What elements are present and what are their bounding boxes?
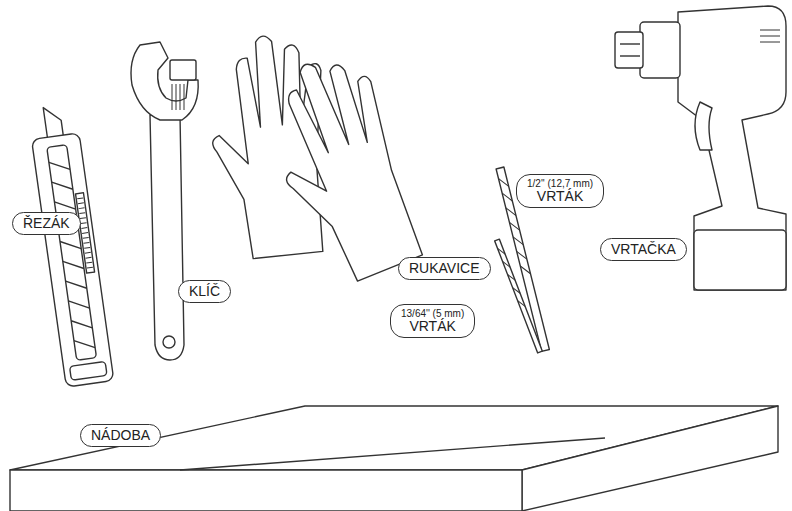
label-text: ŘEZÁK	[23, 216, 70, 231]
label-text: VRTÁK	[401, 319, 464, 334]
label-text: 13/64'' (5 mm)	[401, 308, 464, 319]
label-text: VRTAČKA	[611, 242, 676, 257]
label-pill: RUKAVICE	[398, 257, 491, 280]
gloves-drawing	[202, 31, 438, 292]
cutter-drawing	[27, 103, 114, 387]
wrench-drawing	[131, 42, 198, 360]
label-text: RUKAVICE	[409, 261, 480, 276]
label-pill: VRTAČKA	[600, 238, 687, 261]
label-text: KLÍČ	[189, 284, 220, 299]
tray-drawing	[10, 406, 778, 511]
label-pill: 1/2'' (12,7 mm)VRTÁK	[516, 174, 604, 208]
label-text: NÁDOBA	[91, 428, 150, 443]
label-pill: NÁDOBA	[80, 424, 161, 447]
label-text: VRTÁK	[527, 189, 593, 204]
label-text: 1/2'' (12,7 mm)	[527, 178, 593, 189]
label-pill: ŘEZÁK	[12, 212, 81, 235]
label-pill: KLÍČ	[178, 280, 231, 303]
label-pill: 13/64'' (5 mm)VRTÁK	[390, 304, 475, 338]
